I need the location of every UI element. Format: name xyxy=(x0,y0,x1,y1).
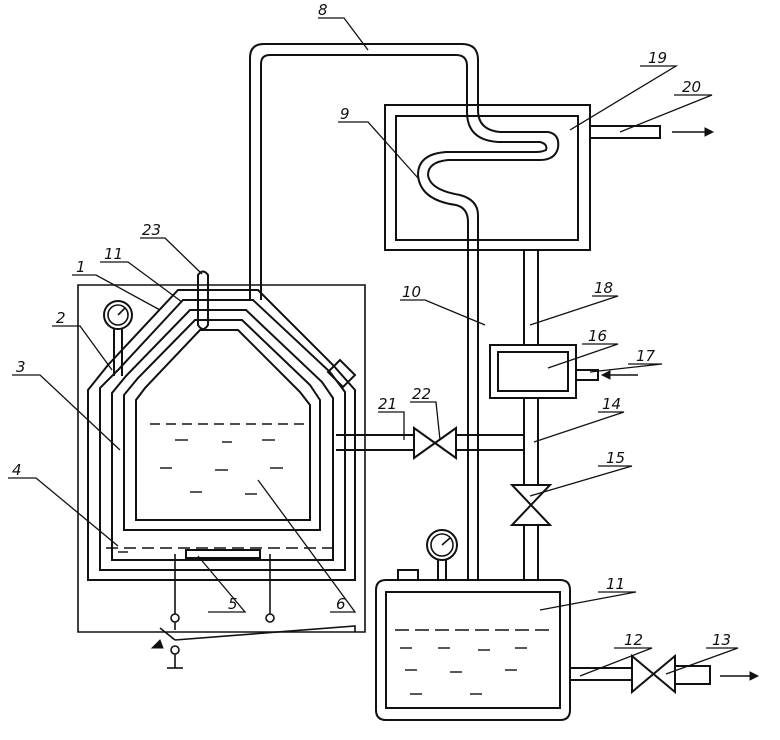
label-13: 13 xyxy=(712,631,731,649)
label-14: 14 xyxy=(602,395,621,413)
label-2: 2 xyxy=(56,309,66,327)
label-16: 16 xyxy=(588,327,607,345)
label-22: 22 xyxy=(412,385,431,403)
heater xyxy=(150,549,356,669)
receiver-tank xyxy=(375,529,760,721)
label-8: 8 xyxy=(318,1,328,19)
left-pressure-gauge xyxy=(103,300,133,376)
label-10: 10 xyxy=(402,283,421,301)
label-11-top: 11 xyxy=(104,245,123,263)
condenser xyxy=(384,104,715,251)
part-labels: 8 19 20 9 23 11 1 2 3 4 5 6 10 18 16 17 … xyxy=(12,1,731,649)
label-21: 21 xyxy=(378,395,397,413)
leader-lines xyxy=(8,17,739,677)
pipe-21 xyxy=(336,426,524,460)
jacket-liquid xyxy=(106,547,332,553)
label-15: 15 xyxy=(606,449,625,467)
label-11-tank: 11 xyxy=(606,575,625,593)
label-18: 18 xyxy=(594,279,613,297)
steam-pipe xyxy=(249,43,560,580)
label-23: 23 xyxy=(142,221,161,239)
label-4: 4 xyxy=(12,461,22,479)
label-3: 3 xyxy=(16,358,26,376)
inner-vessel xyxy=(123,319,321,531)
label-5: 5 xyxy=(228,595,238,613)
outer-jacket xyxy=(77,284,366,633)
side-fitting xyxy=(326,358,357,389)
label-12: 12 xyxy=(624,631,643,649)
thermometer-tube xyxy=(197,270,209,330)
separator xyxy=(489,344,638,399)
label-9: 9 xyxy=(340,105,350,123)
label-6: 6 xyxy=(336,595,346,613)
label-17: 17 xyxy=(636,347,656,365)
pipe-14 xyxy=(509,398,553,580)
label-1: 1 xyxy=(76,258,86,276)
label-19: 19 xyxy=(648,49,667,67)
label-20: 20 xyxy=(682,78,701,96)
pipe-18 xyxy=(523,250,539,345)
